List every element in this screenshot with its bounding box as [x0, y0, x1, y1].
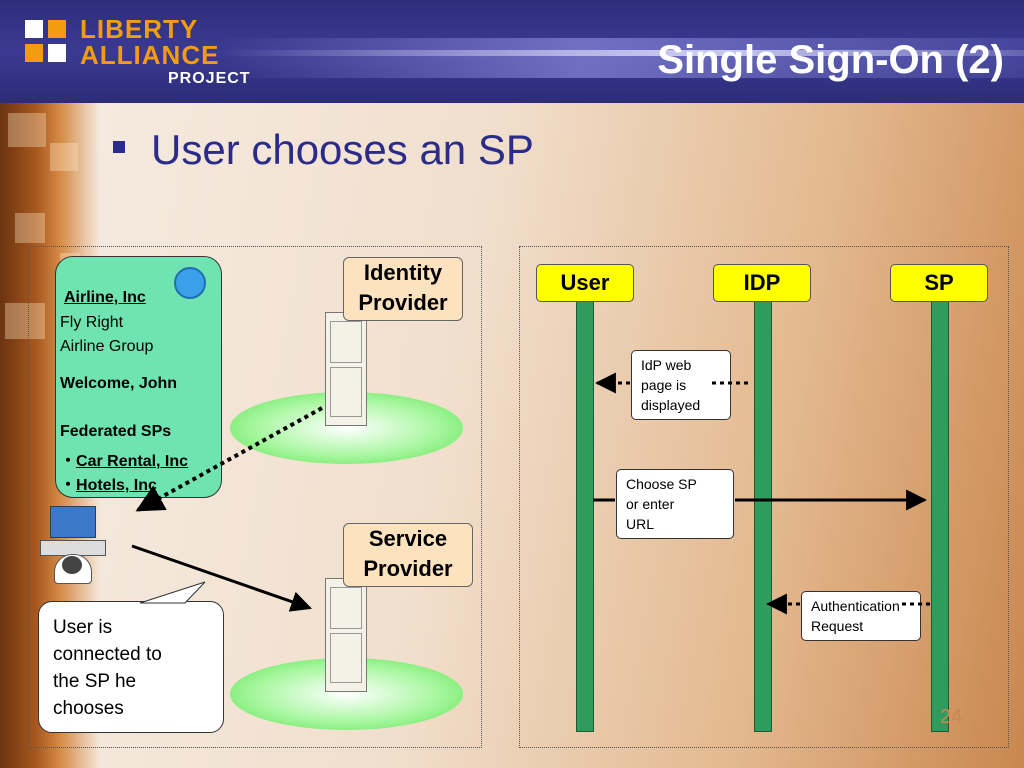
logo-square-icon	[25, 20, 43, 38]
user-computer-icon	[36, 506, 108, 584]
airline-line-1: Fly Right	[60, 314, 124, 331]
identity-provider-label: Identity Provider	[343, 257, 463, 321]
bullet-item: User chooses an SP	[113, 126, 534, 174]
note-auth-request: Authentication Request	[801, 591, 921, 641]
header-bar: LIBERTY ALLIANCE PROJECT Single Sign-On …	[0, 0, 1024, 103]
sp-lane-header: SP	[890, 264, 988, 302]
airline-link[interactable]: Airline, Inc	[64, 289, 146, 306]
logo-square-icon	[48, 44, 66, 62]
callout-text: User is connected to the SP he chooses	[53, 617, 162, 719]
sp-server-icon	[325, 578, 367, 692]
callout-bubble	[38, 601, 224, 733]
idp-to-user-dotted-arrow	[135, 406, 323, 512]
note-idp-page: IdP web page is displayed	[631, 350, 731, 420]
federated-heading: Federated SPs	[60, 423, 172, 440]
logo-line-2: ALLIANCE	[80, 40, 220, 70]
square-bullet-icon	[113, 140, 125, 153]
page-number: 24	[940, 706, 963, 728]
idp-lane-header: IDP	[713, 264, 811, 302]
sequence-diagram-panel	[519, 246, 1009, 748]
bullet-text: User chooses an SP	[151, 126, 534, 173]
logo-line-3: PROJECT	[168, 70, 251, 87]
idp-server-icon	[325, 312, 367, 426]
car-rental-link[interactable]: Car Rental, Inc	[76, 453, 189, 470]
user-lane-header: User	[536, 264, 634, 302]
logo-square-icon	[48, 20, 66, 38]
federated-sp-item: ・Car Rental, Inc	[60, 453, 189, 470]
note-choose-sp: Choose SP or enter URL	[616, 469, 734, 539]
airplane-icon	[174, 267, 206, 299]
airline-site-card: Airline, Inc Fly Right Airline Group Wel…	[55, 256, 222, 498]
user-to-sp-arrow	[131, 544, 312, 612]
logo-line-1: LIBERTY	[80, 14, 199, 44]
slide-title: Single Sign-On (2)	[657, 38, 1004, 82]
welcome-text: Welcome, John	[60, 375, 178, 392]
logo-square-icon	[25, 44, 43, 62]
network-diagram-panel	[28, 246, 482, 748]
callout-tail	[139, 581, 206, 604]
service-provider-label: Service Provider	[343, 523, 473, 587]
airline-line-2: Airline Group	[60, 338, 154, 355]
